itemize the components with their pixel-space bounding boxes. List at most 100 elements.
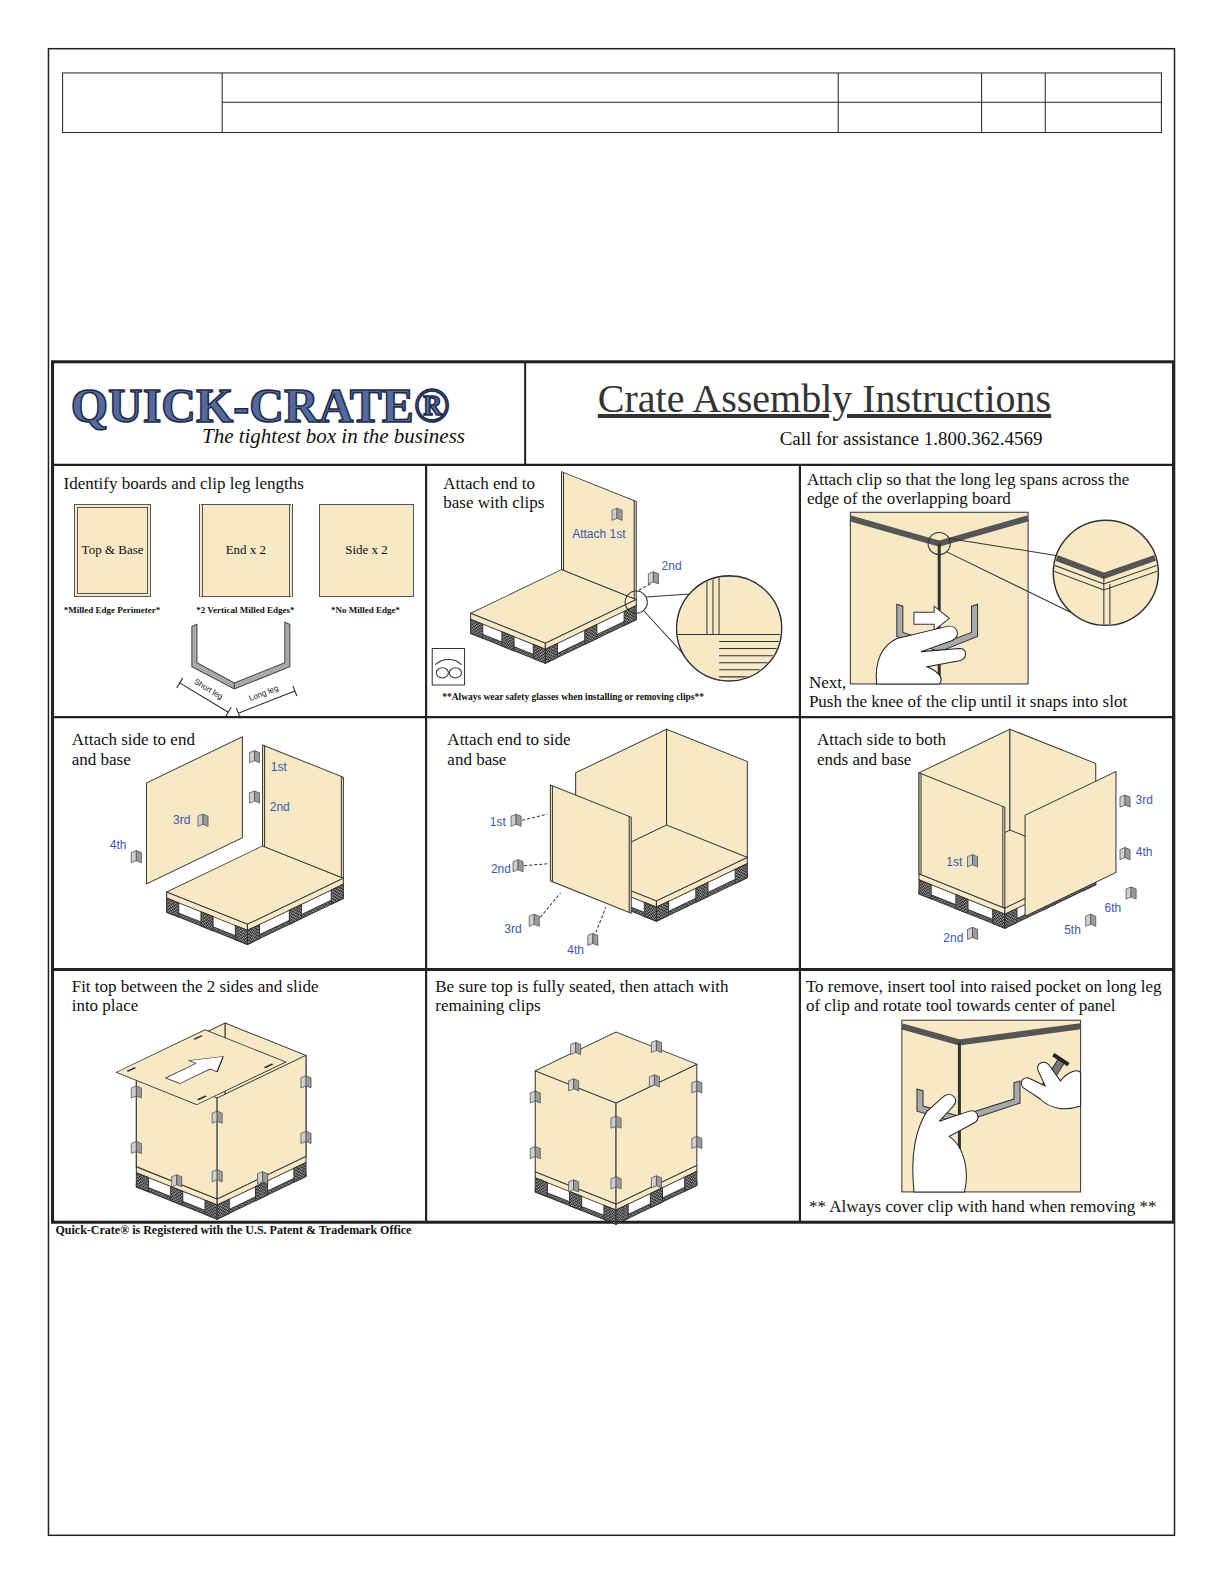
crate-base-end-part-part	[719, 574, 720, 635]
crate-base-end-part	[435, 659, 461, 664]
crate-second-side-step-part-part	[956, 895, 968, 914]
crate-side-step-part-part	[167, 898, 179, 917]
clip-install-figure-part	[850, 512, 1028, 684]
step-title: Attach end to side and base	[447, 730, 586, 769]
step-panel: Attach clip so that the long leg spans a…	[800, 465, 1174, 717]
crate-top-slide-part	[212, 1111, 222, 1123]
callout-number: 6th	[1105, 902, 1122, 915]
crate-second-side-step-part	[919, 773, 1005, 908]
crate-end-step	[511, 729, 747, 945]
crate-end-step-part-part	[696, 882, 708, 902]
crate-closed-part	[535, 1032, 697, 1103]
crate-closed-part-part	[650, 1188, 662, 1208]
crate-base-end-part-part	[545, 643, 557, 663]
step-note: Next,	[809, 673, 870, 693]
clip-removal-figure	[902, 1020, 1081, 1192]
crate-top-slide-part	[116, 1030, 286, 1105]
crate-second-side-step	[919, 729, 1136, 939]
crate-base-end-part-part	[712, 574, 713, 635]
crate-second-side-step-part	[967, 927, 977, 939]
crate-top-slide-part	[258, 1172, 268, 1184]
caption: *2 Vertical Milled Edges*	[196, 606, 294, 616]
crate-base-end-part	[449, 668, 461, 678]
page-frame-part	[1045, 73, 1046, 133]
crate-second-side-step-part	[1120, 848, 1130, 860]
crate-side-step-part	[247, 878, 343, 944]
step-panel: Attach end to base with clips**Always we…	[426, 465, 800, 717]
clip-install-figure-part	[946, 552, 1070, 613]
crate-base-end-part	[562, 472, 637, 600]
clip-install-figure-part-part	[1050, 564, 1161, 584]
crate-side-step-part	[167, 892, 248, 945]
step-title: Attach clip so that the long leg spans a…	[807, 470, 1155, 509]
clip-removal-figure-part	[1053, 1055, 1068, 1065]
clip-leg-figure-part	[177, 678, 183, 688]
crate-second-side-step-part-part	[920, 774, 921, 875]
crate-top-slide-part-part	[136, 1173, 148, 1192]
clip-install-figure-part-part	[1109, 584, 1110, 626]
crate-top-slide-part	[301, 1131, 311, 1143]
crate-closed-part	[651, 1176, 661, 1188]
crate-top-slide-part-part	[193, 1035, 203, 1040]
crate-end-step-part-part	[656, 874, 747, 922]
step-panel: Attach end to side and base	[426, 717, 800, 969]
warning-note: ** Always cover clip with hand when remo…	[809, 1197, 1173, 1217]
crate-side-step-part-part	[289, 904, 301, 924]
crate-base-end	[432, 472, 787, 685]
crate-side-step-part-part	[146, 737, 242, 884]
crate-top-slide-part-part	[205, 1200, 217, 1219]
callout-number: Attach 1st	[572, 529, 625, 542]
crate-base-end-part-part	[563, 472, 564, 570]
crate-base-end-part-part	[719, 662, 788, 663]
clip-leg-figure-part	[192, 622, 290, 689]
crate-side-step-part	[146, 737, 242, 884]
crate-base-end-part	[675, 574, 788, 685]
crate-base-end-part	[637, 584, 650, 591]
crate-second-side-step-part-part	[1025, 772, 1116, 917]
callout-number: 3rd	[173, 814, 190, 827]
step-title: Identify boards and clip leg lengths	[64, 474, 417, 494]
clip-removal-figure-part	[902, 1026, 1081, 1042]
crate-base-end-part-part	[585, 624, 597, 644]
crate-base-end-part-part	[719, 641, 788, 642]
clip-removal-figure-part	[913, 1094, 978, 1192]
clip-install-figure-part	[928, 532, 950, 554]
crate-base-end-part-part	[675, 574, 786, 685]
crate-top-slide-part	[172, 1175, 182, 1187]
clip-install-figure-part	[1050, 556, 1161, 627]
crate-side-step-part	[198, 814, 208, 826]
crate-second-side-step-part	[967, 855, 977, 867]
clip-leg-figure-part	[234, 683, 235, 689]
crate-closed-part	[611, 1177, 621, 1189]
crate-top-slide-part-part	[197, 1095, 207, 1100]
crate-side-step-part	[249, 791, 259, 803]
crate-end-step-part-part	[596, 907, 606, 932]
crate-closed-part	[571, 1042, 581, 1054]
crate-base-end-part	[436, 668, 448, 678]
crate-base-end-part-part	[471, 619, 483, 638]
crate-second-side-step-part-part	[1005, 908, 1017, 928]
clip-install-figure-part-part	[1050, 570, 1161, 590]
crate-side-step-part-part	[263, 745, 344, 878]
step-note: Push the knee of the clip until it snaps…	[809, 692, 1173, 712]
crate-end-step-part	[513, 860, 523, 872]
safety-note: **Always wear safety glasses when instal…	[442, 692, 801, 703]
page-frame-part	[53, 362, 1174, 1222]
page-frame-part	[222, 73, 223, 133]
page-frame-part	[838, 73, 839, 133]
crate-end-step-part-part	[735, 864, 747, 884]
crate-closed-part-part	[535, 1178, 547, 1197]
step-panel: To remove, insert tool into raised pocke…	[800, 970, 1174, 1222]
crate-closed-part	[692, 1136, 702, 1148]
crate-base-end-part-part	[562, 472, 637, 600]
crate-second-side-step-part	[1120, 795, 1130, 807]
crate-side-step-part	[131, 851, 141, 863]
step-panel: Fit top between the 2 sides and slide in…	[53, 970, 427, 1222]
caption: *No Milled Edge*	[331, 606, 400, 616]
crate-closed-part	[569, 1180, 579, 1192]
crate-base-end-part-part	[706, 574, 707, 635]
crate-side-step-part	[263, 745, 344, 878]
page-frame-part	[222, 102, 1161, 103]
callout-number: 1st	[946, 857, 962, 870]
